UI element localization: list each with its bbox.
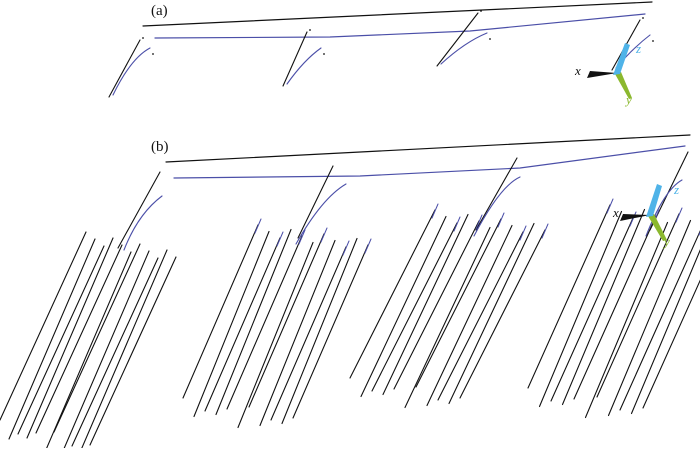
pile-line [282,239,357,424]
pile-line [574,216,656,399]
pile-line [416,219,501,387]
axis-y-label: y [624,92,632,107]
axis-x-label: x [612,205,619,220]
node-dot [642,17,644,19]
pile-line [271,247,346,420]
pile-line [54,244,140,432]
strut-line [283,32,307,86]
node-dot [323,53,325,55]
strut-line [109,40,140,97]
blue-tip-line [321,228,327,242]
blue-tip-line [255,219,261,233]
pile-line [460,230,545,398]
blue-tip-line [365,239,371,253]
pile-line [540,212,622,407]
blue-chord-line [155,14,645,38]
panel-b-label: (b) [151,139,169,155]
panel-b-lines [0,135,700,448]
pile-line [643,225,700,408]
panel-b: (b) x y z [0,135,700,448]
pile-line [18,246,104,434]
strut-line [118,172,160,248]
pile-line [183,225,258,398]
blue-curve-line [441,33,487,64]
pile-line [205,238,280,411]
blue-curve-line [124,196,162,250]
blue-curve-line [296,184,346,244]
axis-x-arm [620,214,650,221]
pile-line [194,232,269,417]
panel-a: (a) x y z [109,2,654,107]
pile-line [249,234,324,407]
pile-line [438,232,523,400]
pile-line [449,224,534,404]
axis-x-arm [587,71,617,78]
pile-line [609,221,691,416]
pile-line [216,230,291,415]
axis-z-arm [646,184,662,217]
pile-line [227,236,302,409]
axis-y-label: y [662,234,670,249]
top-chord-line [166,135,690,162]
panel-a-axes-triad: x y z [574,41,641,107]
pile-line [9,239,95,439]
node-dot [489,38,491,40]
node-dot [480,10,482,12]
blue-tip-line [676,208,682,222]
blue-chord-line [174,146,685,178]
axis-x-label: x [574,63,581,78]
node-dot [142,37,144,39]
blue-tip-line [520,226,526,240]
strut-line [437,13,478,66]
axis-z-label: z [673,182,679,197]
blue-tip-line [498,213,504,227]
node-dot [152,53,154,55]
node-dot [309,29,311,31]
blue-tip-line [542,224,548,238]
pile-line [238,243,313,428]
axis-z-arm [613,43,630,75]
panel-a-label: (a) [151,3,168,19]
pile-line [90,257,176,445]
blue-tip-line [432,204,438,218]
node-dot [652,40,654,42]
axis-z-label: z [635,41,641,56]
pile-line [260,241,335,426]
pile-line [293,245,368,418]
pile-line [350,210,435,378]
blue-tip-line [630,212,636,226]
panel-a-lines [109,2,654,97]
blue-tip-line [454,217,460,231]
blue-tip-line [343,241,349,255]
pile-line [372,223,457,391]
pile-line [72,258,158,446]
pile-line [0,232,86,420]
pile-line [36,245,122,433]
blue-tip-line [277,232,283,246]
top-chord-line [143,2,652,26]
pile-line [394,221,479,389]
